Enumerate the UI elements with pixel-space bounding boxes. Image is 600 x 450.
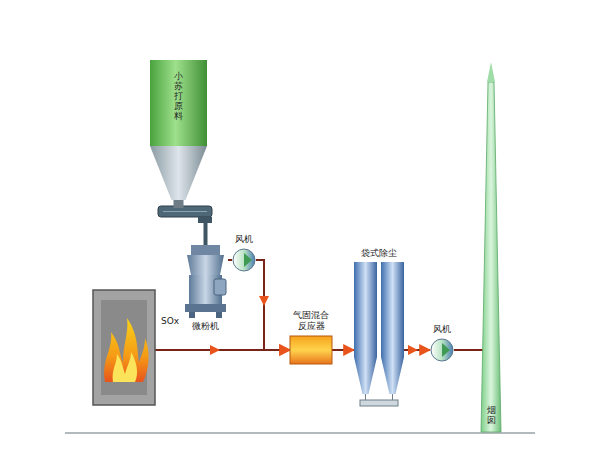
fan: 风机 xyxy=(232,248,256,272)
chimney: 烟囱 xyxy=(481,62,501,432)
node-label: SOx xyxy=(161,316,179,327)
fan-shape xyxy=(232,248,256,272)
gas-solid-reactor-shape xyxy=(290,336,332,364)
gas-solid-reactor: 气固混合反应器 xyxy=(290,336,332,364)
node-label: 小苏打原料 xyxy=(174,72,183,121)
micro-mill: 微粉机 xyxy=(183,245,228,318)
node-label: 风机 xyxy=(235,234,253,245)
duct xyxy=(256,260,290,350)
furnace: SOx xyxy=(93,290,155,405)
bag-filter: 袋式除尘 xyxy=(354,262,404,408)
ground-line xyxy=(65,432,535,434)
node-label: 气固混合反应器 xyxy=(291,310,331,332)
node-label: 袋式除尘 xyxy=(361,248,397,259)
micro-mill-shape xyxy=(183,245,228,318)
flow-arrow xyxy=(408,345,418,355)
node-label: 微粉机 xyxy=(192,321,219,332)
chimney-shape xyxy=(481,62,501,432)
flow-arrow xyxy=(259,296,269,306)
fan: 风机 xyxy=(430,338,454,362)
node-label: 风机 xyxy=(433,324,451,335)
furnace-shape xyxy=(93,290,155,405)
duct xyxy=(454,349,483,351)
storage-silo: 小苏打原料 xyxy=(150,60,207,208)
bag-filter-shape xyxy=(354,262,404,408)
duct xyxy=(228,259,232,261)
flow-arrow xyxy=(210,345,220,355)
screw-feeder xyxy=(158,206,212,223)
node-label: 烟囱 xyxy=(487,406,496,426)
duct xyxy=(332,349,354,351)
fan-shape xyxy=(430,338,454,362)
